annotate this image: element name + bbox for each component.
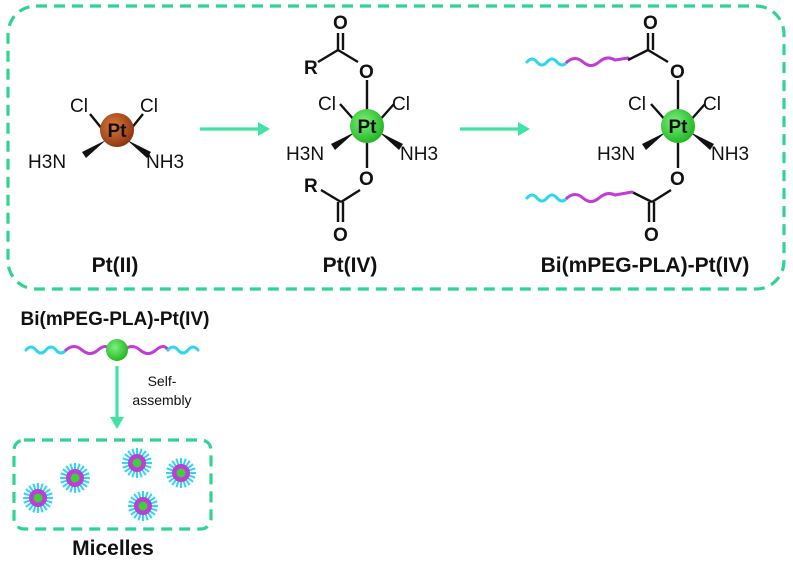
nh3-label: NH3 <box>711 144 749 165</box>
cl-left-label: Cl <box>628 94 646 115</box>
micelles-label: Micelles <box>72 537 154 560</box>
wedge-bond <box>82 140 106 158</box>
self-assembly-label-2: assembly <box>132 392 191 408</box>
micelle-icon <box>23 483 53 513</box>
pt4-atom <box>661 109 695 143</box>
r-group-lower: R <box>304 176 318 197</box>
conjugate-small-label: Bi(mPEG-PLA)-Pt(IV) <box>21 309 210 330</box>
polymer-conjugate-icon <box>24 339 200 361</box>
h3n-label: H3N <box>286 144 324 165</box>
pt4-structure: R O O Pt Cl Cl H3N NH3 O R O Pt(IV) <box>286 13 438 277</box>
arrowhead-2 <box>518 122 530 136</box>
micelle-icon <box>122 448 152 478</box>
pt2-label: Pt(II) <box>92 254 139 277</box>
cl-left-label: Cl <box>318 94 336 115</box>
conjugate-structure: O O Pt Cl Cl H3N NH3 O O Bi(mPEG-PLA)-Pt… <box>525 13 750 277</box>
peg-chain-lower <box>525 193 569 203</box>
ester-o-upper: O <box>670 62 685 83</box>
pt4-atom <box>350 109 384 143</box>
micelle-icon <box>128 491 158 521</box>
peg-chain-upper <box>525 57 569 67</box>
pt4-atom-label: Pt <box>669 117 689 138</box>
pt2-atom <box>100 113 134 147</box>
pt-core-icon <box>106 339 128 361</box>
carbonyl-o-upper: O <box>643 13 658 34</box>
carbonyl-o-lower: O <box>644 225 659 246</box>
wedge-bond <box>127 140 151 158</box>
micelle-icon <box>166 458 196 488</box>
h3n-label: H3N <box>597 144 635 165</box>
cl-right-label: Cl <box>140 96 158 117</box>
ester-o-lower: O <box>670 169 685 190</box>
micelles-dashed-frame <box>12 438 213 531</box>
nh3-label: NH3 <box>400 144 438 165</box>
h3n-label: H3N <box>28 152 66 173</box>
pt2-atom-label: Pt <box>108 121 128 142</box>
ester-o-upper: O <box>359 62 374 83</box>
pt4-atom-label: Pt <box>358 117 378 138</box>
pla-chain-lower <box>565 190 634 203</box>
r-group-upper: R <box>304 58 318 79</box>
conjugate-label: Bi(mPEG-PLA)-Pt(IV) <box>541 254 750 277</box>
cl-left-label: Cl <box>70 96 88 117</box>
pt4-label: Pt(IV) <box>323 254 378 277</box>
cl-right-label: Cl <box>392 94 410 115</box>
ester-o-lower: O <box>359 169 374 190</box>
pt2-structure: Pt Cl Cl H3N NH3 Pt(II) <box>28 96 184 277</box>
carbonyl-o-lower: O <box>333 225 348 246</box>
carbonyl-o-upper: O <box>333 13 348 34</box>
nh3-label: NH3 <box>146 152 184 173</box>
pla-chain-upper <box>565 56 630 67</box>
micelle-icon <box>60 463 90 493</box>
self-assembly-label-1: Self- <box>148 373 177 389</box>
cl-right-label: Cl <box>703 94 721 115</box>
micelles-group <box>23 448 196 521</box>
self-assembly-arrowhead <box>110 417 124 429</box>
top-dashed-frame <box>6 4 786 291</box>
arrowhead-1 <box>258 122 270 136</box>
